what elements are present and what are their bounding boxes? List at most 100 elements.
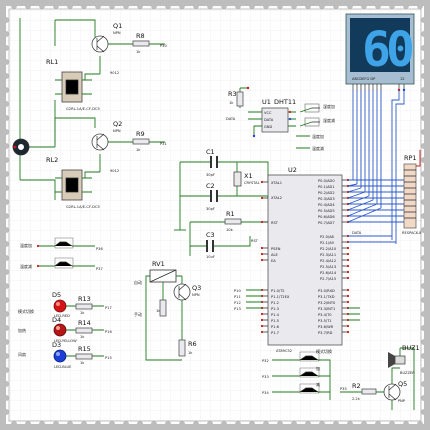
mcu-p1-0: P1.0/T2 [271,289,285,293]
dht11-part: DHT11 [274,98,296,106]
mcu-pin-xtal1: XTAL1 [271,181,282,185]
rl2-part: G2RL-1A/E-CF-DC5 [66,205,100,209]
mcu-p1-7: P1.7 [271,331,279,335]
r9-ref: R9 [136,130,145,138]
mcu-p1-5: P1.5 [271,319,279,323]
mode-switch-button[interactable] [299,351,320,362]
mcu-p3-2: P3.2/INT0 [318,301,336,305]
mcu-p3-1: P3.1/TXD [318,295,335,299]
rl1-part: G2RL-1A/E-CF-DC5 [66,107,100,111]
net-p35: P35 [340,387,347,391]
r3-resistor [236,91,244,107]
d5-ref: D5 [52,291,61,299]
r13-net: P17 [105,306,112,310]
mcu-p3-4: P3.4/T0 [318,313,332,317]
mode-switch-buttons: 模式切换 加 减 P32 P33 P34 [262,348,332,400]
mcu-p3-7: P3.7/RD [318,331,333,335]
d5-part: LED-RED [54,314,70,318]
label-hum-down: 湿度减 [323,117,335,123]
rv1-resistor [159,299,167,317]
mcu-p3-labels: P3.0/RXD P3.1/TXD P3.2/INT0 P3.3/INT1 P3… [318,289,336,335]
label-hum-up: 湿度加 [323,103,335,109]
mcu-p0-2: P0.2/AD2 [318,191,335,195]
d4-ref: D4 [52,316,61,324]
mcu-p0-5: P0.5/AD5 [318,209,335,213]
mcu-body [267,174,343,346]
perforation-right [421,17,427,415]
temp-down-button[interactable] [54,257,74,269]
r13-val: 1k [80,311,85,315]
label-mode-switch-btn: 模式切换 [316,348,332,354]
buzzer-body [394,355,406,365]
rv1-ref: RV1 [152,260,165,268]
mcu-p3-3: P3.3/INT1 [318,307,335,311]
net-p33: P33 [262,375,269,379]
mcu-bottom-wiring: P10 P11 P12 P13 [234,289,360,321]
buzzer-part: BUZZER [400,371,415,375]
mcu-p1-6: P1.6 [271,325,280,329]
r8-resistor [132,40,150,47]
q2-type: NPN [113,129,121,133]
mcu-p2-0: P2.0/A8 [320,235,335,239]
mode-buttons: 温度加 温度减 P36 P37 [20,237,103,271]
net-p11: P11 [234,295,241,299]
temp-up-button[interactable] [54,237,74,249]
c1-ref: C1 [206,148,215,156]
net-p12: P12 [234,301,241,305]
mcu-p3-5: P3.5/T1 [318,319,332,323]
r6-val: 1k [188,351,193,355]
label-mode-switch: 模式切换 [18,308,34,314]
q5-ref: Q5 [398,380,407,388]
r2-resistor [361,388,377,395]
r9-net: P31 [160,142,167,146]
hum-up-button[interactable] [304,103,320,113]
mcu-p0-7: P0.7/AD7 [318,221,335,225]
r15-val: 1k [80,361,85,365]
x1-ref: X1 [244,172,253,180]
r1-val: 10k [226,228,234,232]
q2-ref: Q2 [113,120,122,128]
r8-val: 1k [136,50,141,54]
r2-ref: R2 [352,382,361,390]
c1-val: 30pF [206,173,215,177]
label-add: 加 [316,365,320,371]
mcu-p1-4: P1.4 [271,313,280,317]
mcu-p1-3: P1.3 [271,307,279,311]
d4-yellow-led [53,323,67,337]
x1-val: CRYSTAL [244,181,260,185]
mcu-p2-labels: P2.0/A8 P2.1/A9 P2.2/A10 P2.3/A11 P2.4/A… [320,235,337,281]
mcu-p0-0: P0.0/AD0 [318,179,335,183]
r14-resistor [75,327,93,334]
mcu-part: AT89C52 [276,349,292,353]
btn1-net: P36 [96,247,103,251]
r14-net: P16 [105,330,112,334]
q1-transistor-body [91,35,109,53]
relay-driver-2: Q2 NPN R9 1k P31 RL2 G2RL-1A/E-CF-DC5 90… [46,117,167,209]
r8-ref: R8 [136,32,145,40]
hum-down-button[interactable] [304,117,320,127]
mcu-at89c52: U2 AT89C52 XTAL1 XTAL2 RST PSEN ALE EA P… [260,166,404,353]
mcu-p2-3: P2.3/A11 [320,253,336,257]
r8-net: P30 [160,44,167,48]
rp1-val: RESPACK-8 [402,231,422,235]
mcu-p0-3: P0.3/AD3 [318,197,335,201]
r3-val: 1k [229,101,234,105]
label-temp-up: 温度加 [312,133,324,139]
label-temp-down-btn: 温度减 [20,263,32,269]
rst-net: RST [251,239,259,243]
mcu-p2-1: P2.1/A9 [320,241,335,245]
mcu-p0-1: P0.1/AD1 [318,185,335,189]
q1-type: NPN [113,31,121,35]
add-button[interactable] [299,367,320,378]
mcu-ref: U2 [288,166,297,174]
net-p34: P34 [262,391,269,395]
c3-plate-a [206,240,208,252]
label-heat: 加热 [18,327,26,333]
label-temp-down: 温度减 [312,145,324,151]
mcu-pin-psen: PSEN [271,247,281,251]
buzzer-ref: BUZ1 [402,344,420,352]
sub-button[interactable] [299,383,320,394]
mcu-p1-2: P1.2 [271,301,279,305]
dht11-body [261,107,289,133]
